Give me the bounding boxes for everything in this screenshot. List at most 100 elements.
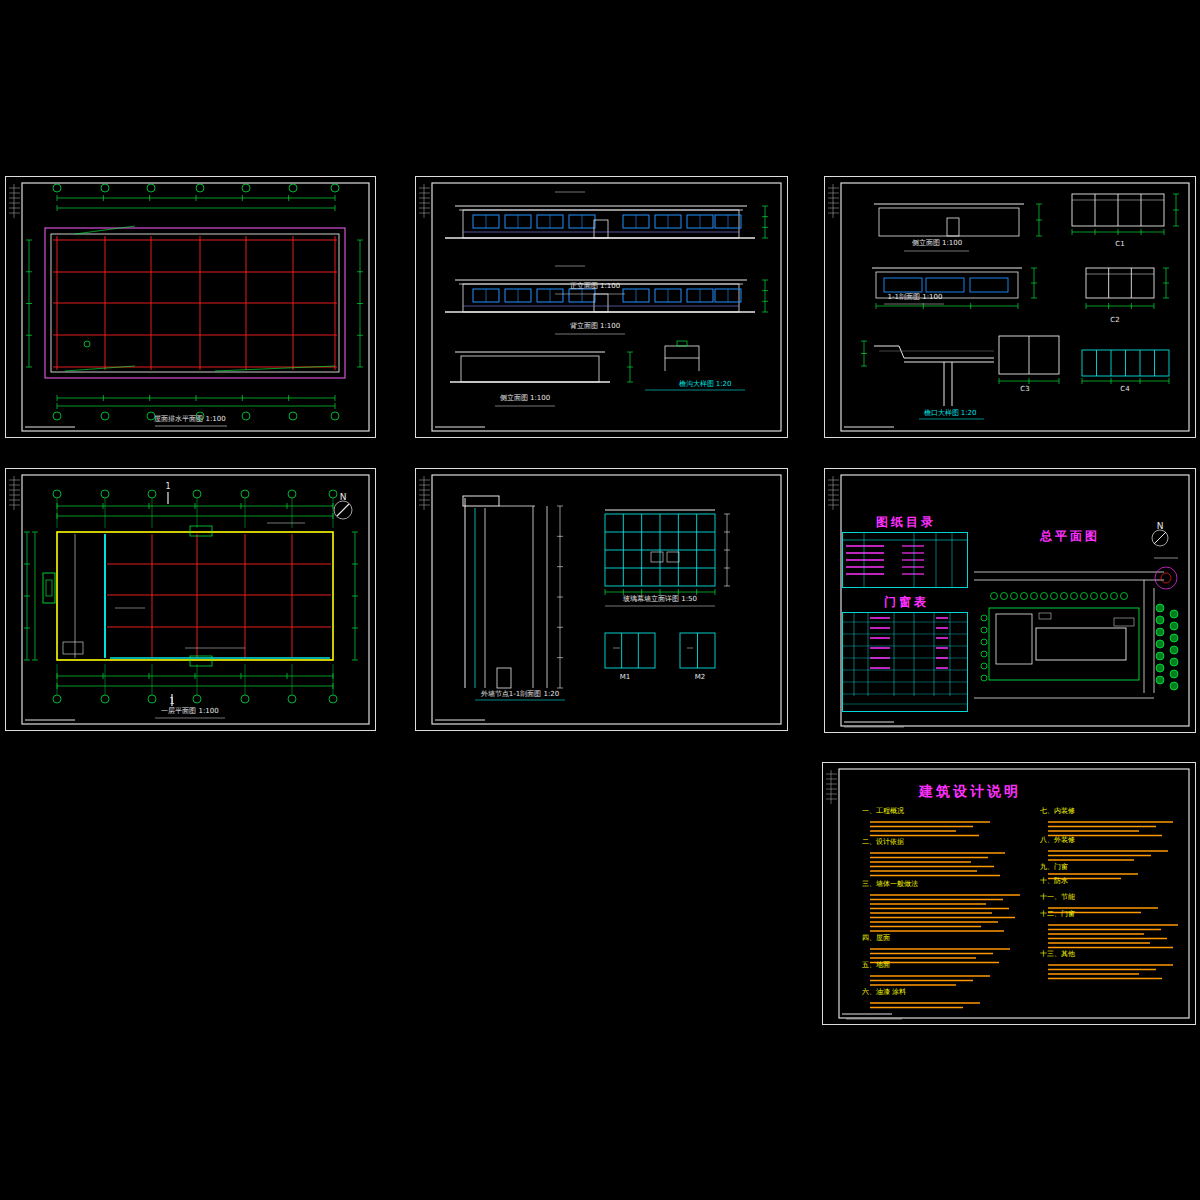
drawing-line — [1140, 378, 1141, 384]
north-arrow-label: N — [1157, 522, 1164, 532]
drawing-line — [697, 633, 698, 668]
view-title: 五、地面 — [862, 962, 890, 970]
drawing-line — [53, 335, 337, 336]
drawing-line — [936, 637, 948, 639]
drawing-line — [152, 664, 153, 695]
drawing-line — [870, 821, 990, 823]
drawing-rect — [841, 475, 1189, 726]
drawing-line — [874, 203, 1024, 204]
drawing-line — [333, 683, 334, 689]
drawing-line — [687, 648, 693, 649]
drawing-circle — [1170, 670, 1178, 678]
drawing-line — [1048, 924, 1178, 926]
drawing-rect — [505, 215, 531, 228]
drawing-rect — [623, 289, 649, 302]
drawing-line — [555, 266, 585, 267]
drawing-line — [724, 586, 730, 587]
drawing-circle — [53, 695, 61, 703]
drawing-circle — [193, 490, 201, 498]
drawing-line — [1048, 933, 1144, 935]
drawing-line — [197, 534, 198, 658]
drawing-circle — [1031, 593, 1038, 600]
drawing-circle — [334, 501, 352, 519]
drawing-circle — [331, 412, 339, 420]
drawing-line — [872, 267, 1022, 268]
drawing-circle — [1101, 593, 1108, 600]
drawing-line — [870, 957, 976, 959]
drawing-line — [605, 568, 715, 569]
drawing-circle — [1111, 593, 1118, 600]
drawing-line — [724, 550, 730, 551]
drawing-rect — [605, 514, 715, 586]
drawing-line — [419, 203, 430, 204]
drawing-line — [1048, 873, 1138, 875]
drawing-line — [32, 660, 38, 661]
drawing-line — [1036, 220, 1042, 221]
drawing-rect — [6, 469, 376, 731]
drawing-line — [435, 719, 485, 721]
drawing-line — [26, 335, 32, 336]
drawing-line — [455, 279, 747, 280]
drawing-line — [904, 251, 969, 252]
drawing-line — [1048, 850, 1168, 852]
drawing-line — [1131, 268, 1132, 298]
sheet-drawing — [5, 176, 376, 438]
drawing-rect — [715, 289, 741, 302]
drawing-line — [944, 362, 945, 406]
drawing-line — [110, 657, 330, 659]
drawing-rect — [473, 215, 499, 228]
drawing-line — [868, 612, 869, 696]
drawing-line — [842, 658, 968, 659]
view-title: 六、油漆 涂料 — [862, 989, 906, 997]
drawing-line — [103, 195, 104, 201]
drawing-line — [665, 358, 666, 371]
drawing-line — [914, 532, 915, 588]
drawing-circle — [1021, 593, 1028, 600]
drawing-rect — [22, 183, 369, 431]
drawing-line — [357, 335, 363, 336]
drawing-circle — [1156, 616, 1164, 624]
drawing-rect — [1082, 350, 1169, 376]
drawing-line — [24, 596, 30, 597]
drawing-line — [876, 303, 877, 309]
drawing-line — [197, 664, 198, 695]
drawing-line — [828, 495, 839, 496]
drawing-line — [699, 358, 700, 371]
drawing-line — [936, 657, 948, 659]
view-title: 1-1剖面图 1:100 — [888, 294, 943, 302]
drawing-line — [864, 532, 865, 588]
drawing-line — [1163, 268, 1169, 269]
drawing-line — [904, 362, 994, 363]
drawing-line — [1031, 298, 1037, 299]
drawing-line — [1048, 821, 1173, 823]
drawing-line — [357, 303, 363, 304]
drawing-line — [26, 303, 32, 304]
drawing-circle — [1156, 604, 1164, 612]
drawing-line — [582, 215, 583, 228]
drawing-line — [9, 188, 20, 189]
drawing-line — [1173, 210, 1179, 211]
drawing-line — [762, 290, 768, 291]
sheet-drawing — [415, 176, 788, 438]
drawing-line — [152, 534, 153, 658]
drawing-line — [105, 498, 106, 528]
drawing-rect — [6, 177, 376, 438]
drawing-line — [870, 975, 990, 977]
drawing-line — [605, 509, 715, 510]
drawing-circle — [1156, 652, 1164, 660]
drawing-line — [1086, 274, 1154, 275]
drawing-rect — [51, 234, 339, 372]
drawing-line — [623, 589, 624, 595]
view-title: 背立面图 1:100 — [570, 323, 620, 331]
drawing-line — [419, 188, 430, 189]
drawing-line — [24, 628, 30, 629]
drawing-line — [762, 301, 768, 302]
drawing-line — [352, 628, 358, 629]
drawing-line — [842, 646, 968, 647]
drawing-circle — [1156, 628, 1164, 636]
view-title: 十、防水 — [1040, 878, 1068, 886]
drawing-circle — [241, 695, 249, 703]
drawing-line — [870, 627, 890, 629]
drawing-line — [475, 700, 565, 701]
drawing-circle — [1155, 567, 1177, 589]
